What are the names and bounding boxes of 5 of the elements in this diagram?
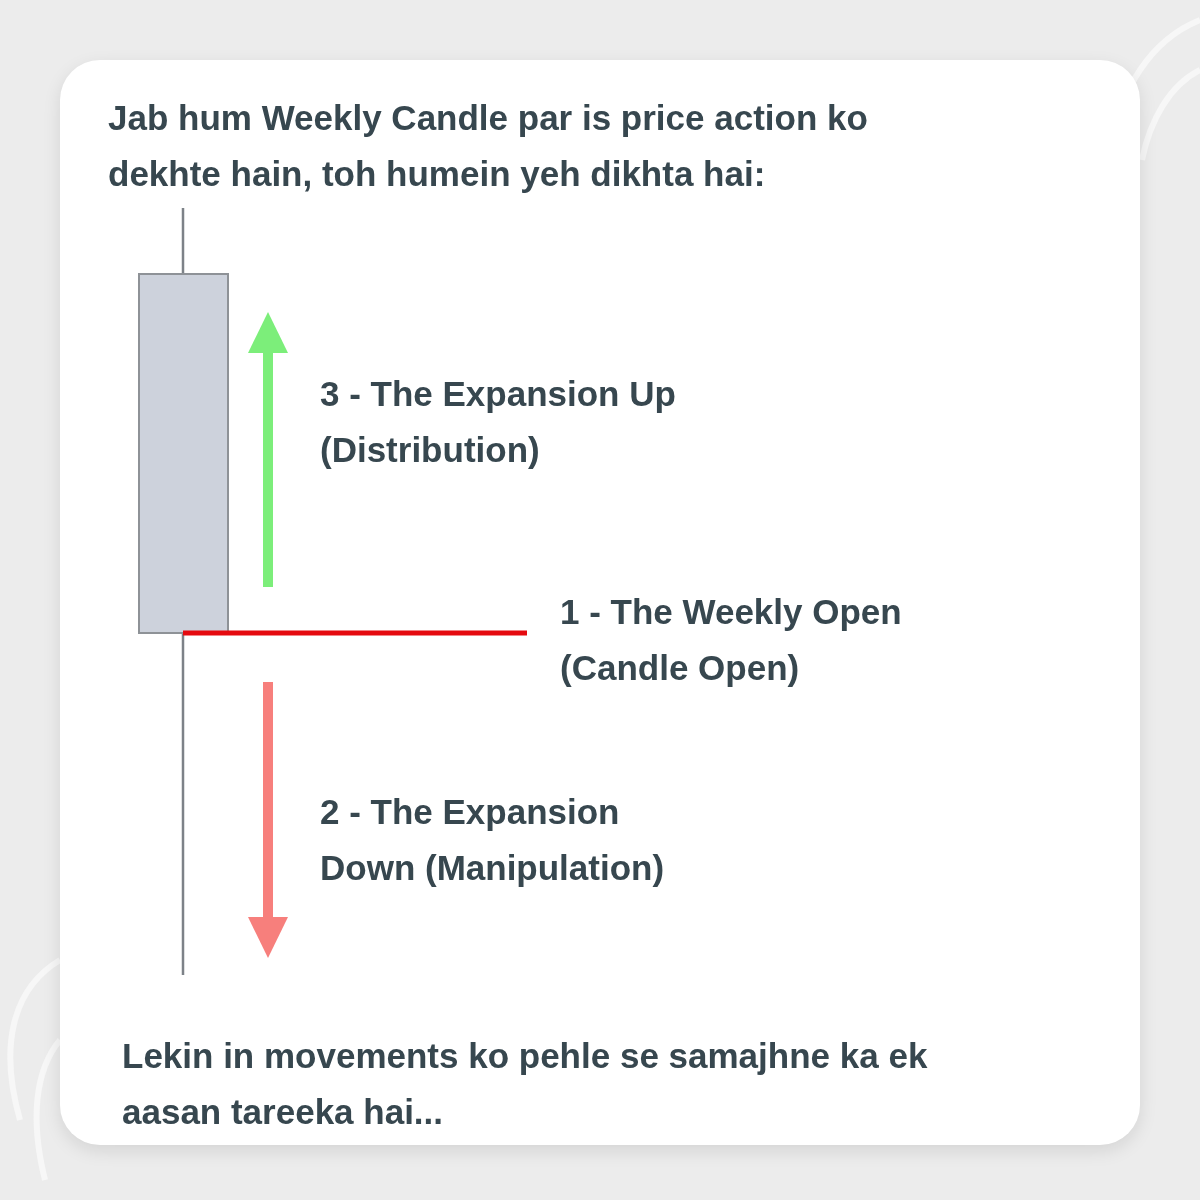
annotation-label: 2 - The Expansion Down (Manipulation) [320,791,666,889]
heading-text: Jab hum Weekly Candle par is price action ko dekhte hain, toh humein yeh dikhta hai: [108,97,869,195]
caption-text: Lekin in movements ko pehle se samajhne ka ek aasan tareeka hai... [122,1035,929,1133]
annotation-label: 3 - The Expansion Up (Distribution) [320,373,677,471]
annotation-label: 1 - The Weekly Open (Candle Open) [560,591,903,689]
